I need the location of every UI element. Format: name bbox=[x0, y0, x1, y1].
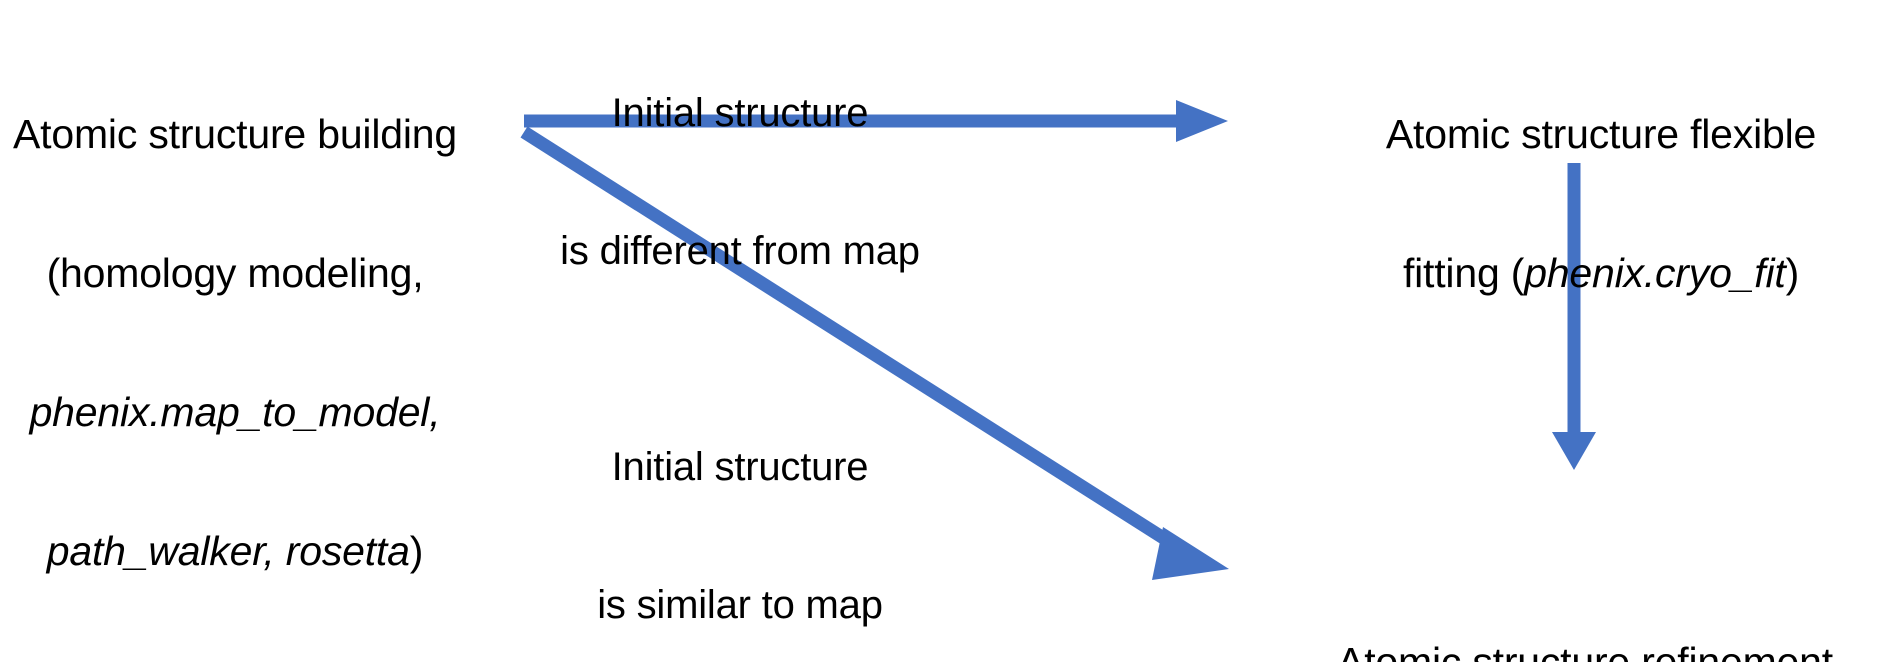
node-building-line-3: phenix.map_to_model, bbox=[29, 388, 441, 435]
edge-label-different-from-map: Initial structure is different from map bbox=[520, 0, 960, 366]
node-flexfit-line-2-prefix: fitting ( bbox=[1402, 249, 1525, 296]
node-flexfit-line-2-code: phenix.cryo_fit bbox=[1524, 249, 1786, 296]
edge-label-different-line-2: is different from map bbox=[560, 229, 920, 273]
edge-label-similar-line-1: Initial structure bbox=[611, 445, 869, 489]
node-flexfit-line-2: fitting (phenix.cryo_fit) bbox=[1318, 250, 1884, 296]
edge-label-similar-to-map: Initial structure is similar to map bbox=[520, 352, 960, 662]
node-flexfit-line-1: Atomic structure flexible bbox=[1385, 110, 1817, 157]
node-atomic-structure-flexible-fitting: Atomic structure flexible fitting (pheni… bbox=[1318, 18, 1884, 389]
node-atomic-structure-building: Atomic structure building (homology mode… bbox=[0, 18, 470, 662]
node-building-line-2: (homology modeling, bbox=[46, 249, 424, 296]
node-flexfit-line-2-suffix: ) bbox=[1785, 249, 1800, 296]
node-refine-line-1: Atomic structure refinement bbox=[1337, 638, 1833, 662]
node-building-line-4-paren: ) bbox=[409, 527, 424, 574]
node-atomic-structure-refinement: Atomic structure refinement (phenix.real… bbox=[1286, 546, 1884, 662]
node-building-line-4: path_walker, rosetta) bbox=[0, 528, 470, 574]
edge-label-similar-line-2: is similar to map bbox=[597, 583, 883, 627]
edge-label-different-line-1: Initial structure bbox=[611, 91, 869, 135]
node-building-line-1: Atomic structure building bbox=[13, 110, 457, 157]
node-building-line-4-code: path_walker, rosetta bbox=[46, 527, 410, 574]
